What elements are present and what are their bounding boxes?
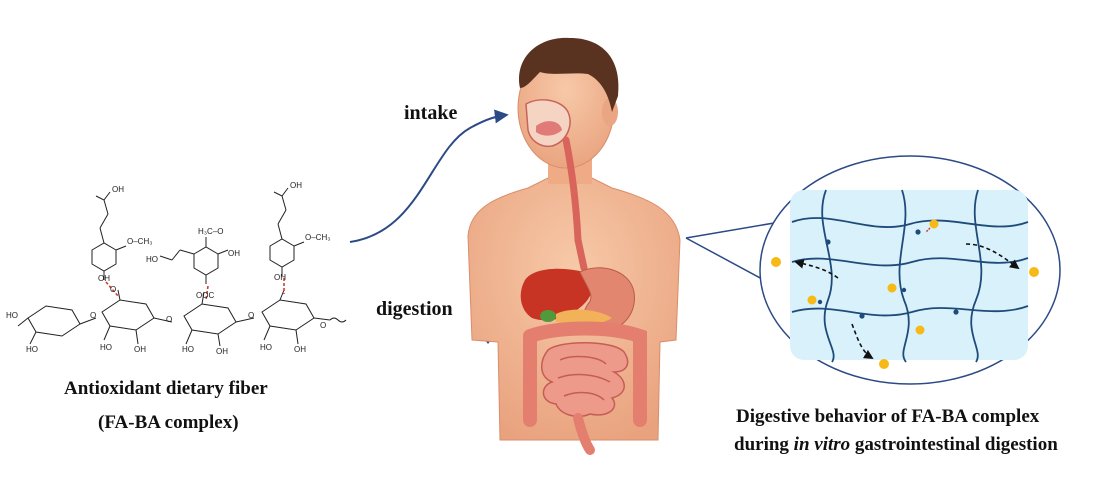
network-nodes: [817, 229, 959, 319]
chem-label-oh-3: OH: [228, 249, 240, 258]
chem-label-o-1: O: [90, 311, 96, 320]
ferulic-acid-2: [159, 237, 229, 284]
fiber-caption-line1: Antioxidant dietary fiber: [64, 378, 268, 399]
pancreas: [556, 309, 612, 325]
fa-ba-chemical-structure: [17, 187, 347, 347]
large-intestine: [523, 321, 647, 427]
chem-label-oh-6: OH: [134, 345, 146, 354]
bound-particles: [807, 219, 939, 335]
chem-label-o-2: O: [110, 285, 116, 294]
behavior-caption-pre: during: [734, 434, 794, 455]
esophagus: [562, 136, 588, 272]
chem-label-o-4: O: [248, 311, 254, 320]
human-body-illustration: [467, 37, 681, 455]
fiber-caption-line2: (FA-BA complex): [98, 412, 239, 433]
tongue: [536, 121, 562, 136]
chem-label-ho-5: HO: [182, 345, 194, 354]
chem-label-oh-5: OH: [274, 273, 286, 282]
hydrogen-bonds: [105, 278, 285, 301]
fiber-network: [791, 189, 1029, 363]
chem-label-ho-2: HO: [6, 311, 18, 320]
chem-label-ho-4: HO: [100, 343, 112, 352]
released-particles: [771, 257, 1039, 369]
chem-label-och3-2: O–CH₃: [305, 233, 330, 242]
chem-label-ooc: OOC: [196, 291, 214, 300]
chem-label-o-5: O: [320, 321, 326, 330]
intake-arrow-icon: [349, 109, 509, 243]
intake-label: intake: [404, 102, 458, 124]
sugar-ring-3: [183, 291, 255, 347]
chem-label-oh-1: OH: [112, 185, 124, 194]
chem-label-ho-1: HO: [146, 255, 158, 264]
gallbladder: [540, 310, 556, 322]
ferulic-acid-1: [91, 191, 127, 280]
small-intestine: [541, 342, 629, 418]
chem-label-oh-4: OH: [290, 181, 302, 190]
chem-label-oh-7: OH: [216, 347, 228, 356]
sugar-ring-1: [17, 305, 97, 345]
hair: [519, 37, 619, 112]
liver: [520, 268, 593, 321]
chem-label-ho-3: HO: [26, 345, 38, 354]
sugar-ring-2: [101, 289, 173, 345]
digestion-label: digestion: [376, 298, 453, 320]
ferulic-acid-3: [269, 187, 305, 276]
sugar-ring-4: [261, 289, 347, 345]
callout-pointer: [685, 221, 781, 281]
fiber-network-panel: [790, 190, 1028, 360]
chem-label-o-3: O: [166, 315, 172, 324]
chem-label-oh-8: OH: [294, 345, 306, 354]
chem-label-oh-2: OH: [98, 274, 110, 283]
chem-label-h3co: H₃C–O: [198, 227, 223, 236]
behavior-caption-line1: Digestive behavior of FA-BA complex: [736, 406, 1040, 427]
chem-label-och3-1: O–CH₃: [127, 237, 152, 246]
rectum: [573, 413, 595, 455]
behavior-caption-italic: in vitro: [793, 434, 851, 455]
behavior-caption-line2: during in vitro gastrointestinal digesti…: [734, 434, 1058, 456]
chem-label-ho-6: HO: [260, 343, 272, 352]
chem-labels: OH O–CH₃ OH H₃C–O OH HO OOC OH O–CH₃ OH …: [6, 181, 330, 356]
behavior-caption-post: gastrointestinal digestion: [850, 434, 1058, 455]
release-arrows-icon: [794, 243, 1020, 359]
